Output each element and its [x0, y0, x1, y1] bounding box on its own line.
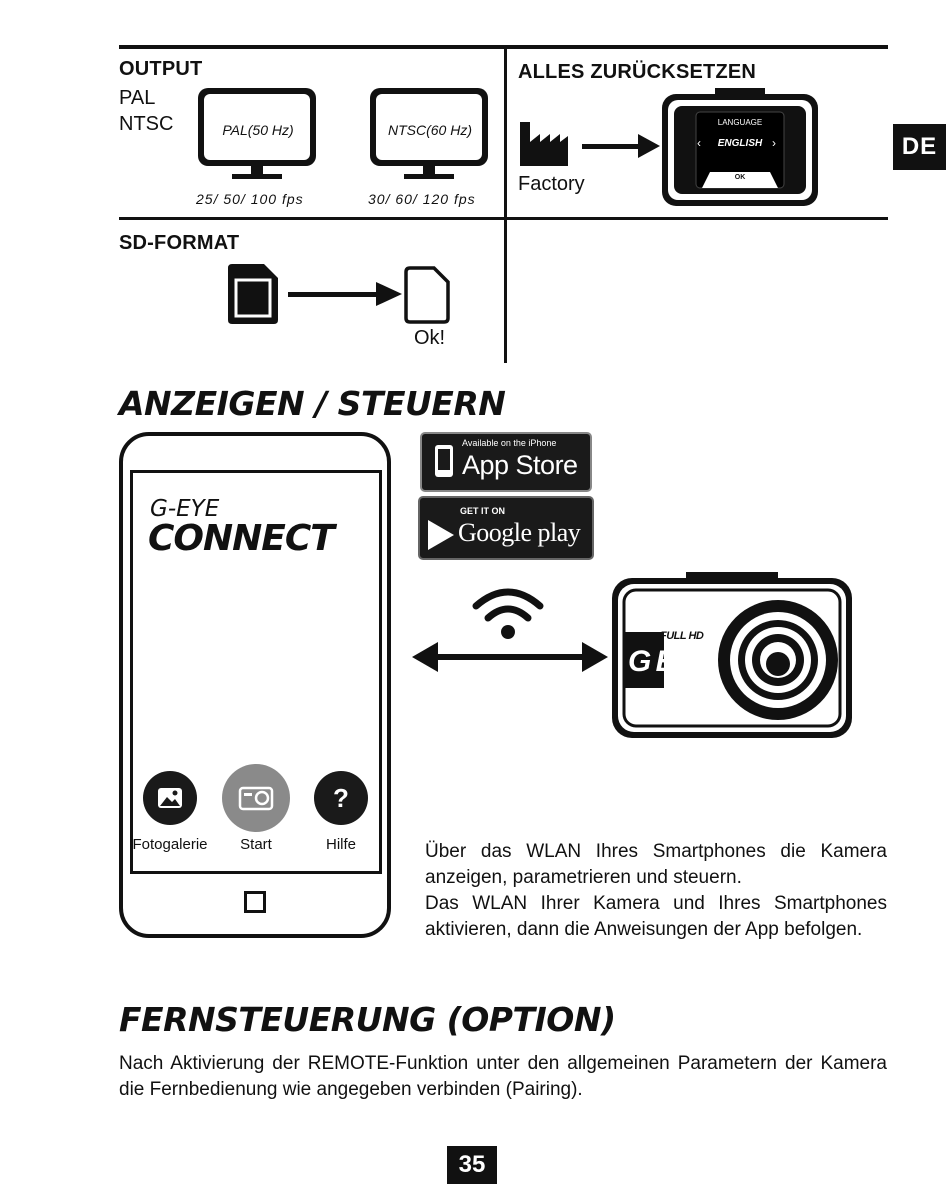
reset-arrow-icon	[582, 134, 660, 158]
sdformat-title: SD-FORMAT	[119, 232, 240, 254]
help-label: Hilfe	[325, 836, 356, 853]
photo-icon	[158, 788, 182, 808]
camera-front-icon	[612, 572, 852, 738]
camera-back-icon	[662, 88, 818, 206]
anzeigen-title: ANZEIGEN / STEUERN	[119, 384, 506, 423]
app-brand-small: G-EYE	[150, 496, 220, 522]
camera-back-screen-lang: ENGLISH	[717, 138, 763, 149]
question-icon: ?	[333, 782, 349, 813]
wifi-icon	[472, 588, 544, 639]
reset-title: ALLES ZURÜCKSETZEN	[518, 61, 757, 83]
smartphone-body	[119, 432, 391, 938]
gallery-button[interactable]	[143, 771, 197, 825]
camera-back-chevron-left-icon: ‹	[697, 136, 701, 150]
camera-fullhd-label: FULL HD	[660, 630, 704, 642]
start-label: Start	[240, 836, 272, 853]
monitor-pal-screen-text: PAL(50 Hz)	[222, 122, 294, 138]
appstore-badge[interactable]: Available on the iPhone App Store	[420, 432, 592, 492]
output-pal-label: PAL	[119, 87, 156, 109]
factory-icon	[520, 122, 568, 166]
table-vertical-divider	[504, 45, 507, 363]
monitor-ntsc-icon	[370, 88, 488, 179]
iphone-icon	[435, 445, 453, 477]
googleplay-big-text: Google play	[458, 518, 581, 547]
appstore-small-text: Available on the iPhone	[462, 438, 557, 448]
fps-pal-label: 25/ 50/ 100 fps	[196, 191, 304, 207]
page-number: 35	[447, 1146, 497, 1184]
monitor-pal-icon	[198, 88, 316, 179]
camera-back-screen-top: LANGUAGE	[717, 118, 763, 127]
app-brand-big: CONNECT	[148, 518, 335, 559]
gallery-label: Fotogalerie	[132, 836, 208, 853]
language-tab: DE	[893, 124, 946, 170]
anzeigen-text-2: Das WLAN Ihrer Kamera und Ihres Smartpho…	[425, 893, 887, 940]
monitor-ntsc-screen-text: NTSC(60 Hz)	[387, 122, 472, 138]
appstore-big-text: App Store	[462, 450, 578, 480]
sd-arrow-icon	[288, 282, 402, 306]
play-triangle-icon	[428, 520, 454, 550]
fps-ntsc-label: 30/ 60/ 120 fps	[368, 191, 476, 207]
double-arrow-icon	[412, 642, 608, 672]
output-title: OUTPUT	[119, 58, 203, 80]
smartphone-screen	[130, 470, 382, 874]
camera-brand-label: G EYE	[628, 645, 712, 678]
camera-icon	[238, 786, 274, 811]
fern-text: Nach Aktivierung der REMOTE-Funktion unt…	[119, 1053, 887, 1100]
table-middle-rule	[119, 217, 888, 220]
output-ntsc-label: NTSC	[119, 113, 174, 135]
fern-title: FERNSTEUERUNG (OPTION)	[119, 1000, 616, 1039]
help-button[interactable]: ?	[314, 771, 368, 825]
camera-back-chevron-right-icon: ›	[772, 136, 776, 150]
sd-card-full-icon	[228, 264, 278, 324]
sd-card-empty-icon	[404, 266, 450, 324]
camera-back-screen-ok: OK	[734, 174, 746, 181]
sd-ok-label: Ok!	[414, 327, 446, 349]
factory-label: Factory	[518, 173, 585, 195]
anzeigen-text-1: Über das WLAN Ihres Smartphones die Kame…	[425, 841, 887, 888]
home-button-icon[interactable]	[244, 891, 266, 913]
table-top-rule	[119, 45, 888, 49]
googleplay-badge[interactable]: GET IT ON Google play	[418, 496, 594, 560]
start-button[interactable]	[222, 764, 290, 832]
googleplay-small-text: GET IT ON	[460, 506, 505, 516]
